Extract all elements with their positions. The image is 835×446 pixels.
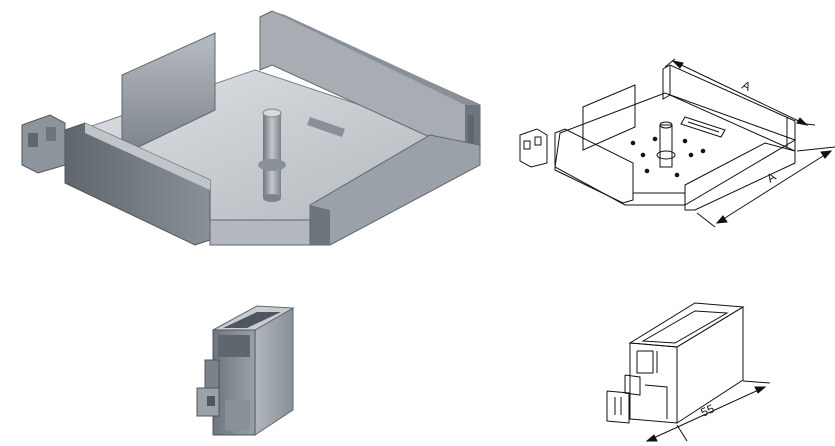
dimension-label-length: 55: [699, 401, 717, 419]
tray-line-back-wall: [582, 84, 636, 151]
tray-render-figure: [10, 5, 505, 250]
clip-line-top-rim: [628, 302, 745, 348]
tray-back-wall: [121, 32, 216, 156]
tray-line-left-connector: [519, 128, 548, 168]
tray-center-post: [263, 113, 281, 198]
tray-line-svg: A A: [519, 58, 835, 228]
tray-line-center-post: [659, 124, 673, 168]
dimension-line-bottom: [696, 146, 835, 228]
tray-line-floor: [554, 92, 797, 206]
dimension-label-top: A: [740, 78, 753, 94]
clip-render-svg: [196, 305, 295, 436]
clip-render-figure: [185, 300, 310, 440]
tray-line-front-left-wall: [554, 128, 634, 204]
tray-line-figure: A A: [515, 55, 835, 235]
tray-line-right-wall: [662, 64, 796, 152]
tray-render-svg: [21, 10, 482, 246]
dimension-line-top: [664, 58, 816, 126]
dimension-line-length: [645, 380, 771, 442]
tray-line-front-right-wall: [684, 142, 796, 211]
clip-line-svg: 55: [606, 302, 771, 442]
clip-line-figure: 55: [595, 295, 795, 445]
